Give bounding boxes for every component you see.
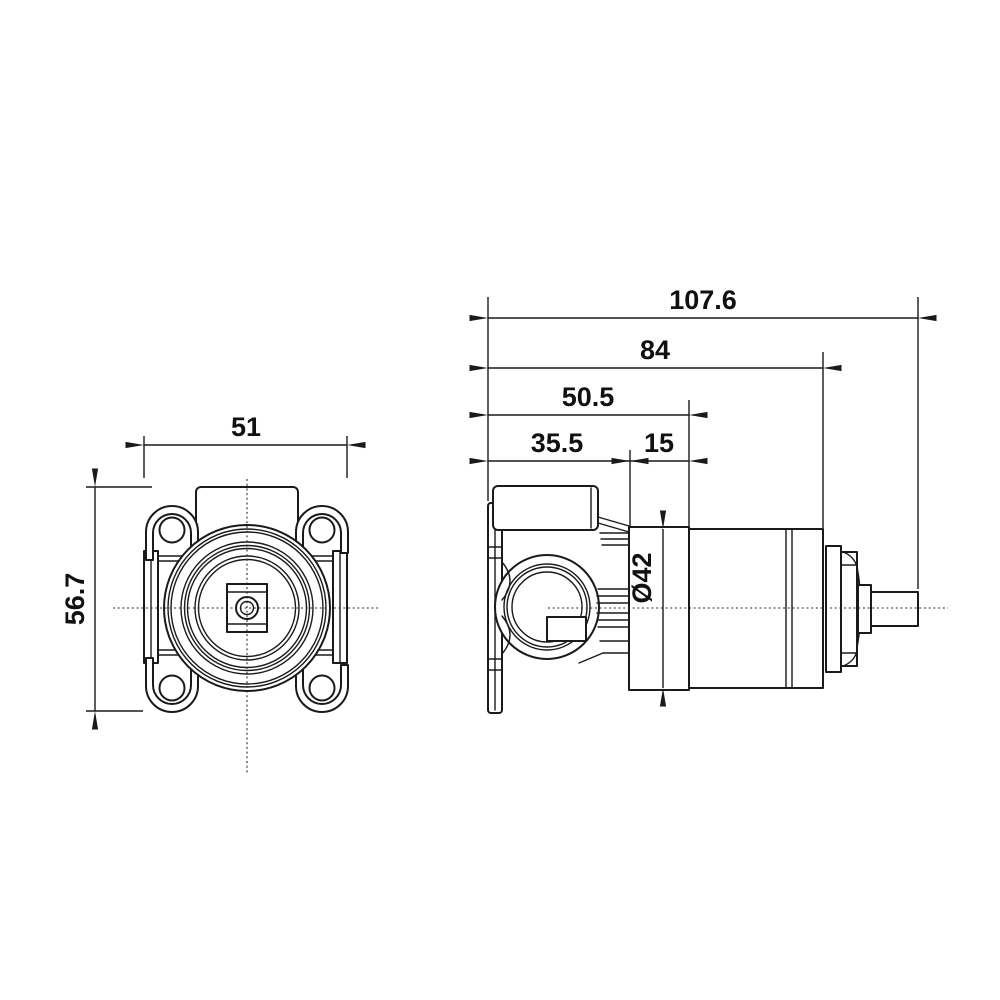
dim-cartridge-depth-label: 84 xyxy=(640,335,670,365)
dim-diameter-label: Ø42 xyxy=(627,552,657,603)
side-view: 107.6 84 50.5 35.5 15 Ø42 xyxy=(469,285,948,714)
side-view-dimensions: 107.6 84 50.5 35.5 15 Ø42 xyxy=(469,285,937,707)
side-plate-notches xyxy=(487,546,503,671)
side-cartridge xyxy=(825,545,919,673)
dim-height-label: 56.7 xyxy=(60,573,90,626)
spindle-stem xyxy=(870,591,919,627)
cartridge-flange xyxy=(825,545,842,673)
cartridge-nut xyxy=(840,551,858,667)
dim-overall-depth-label: 107.6 xyxy=(669,285,737,315)
mounting-hole-bottom-right xyxy=(308,674,336,702)
front-view-dimensions: 51 56.7 xyxy=(60,412,366,730)
front-view: 51 56.7 xyxy=(60,412,378,775)
spindle-collar xyxy=(857,584,872,634)
mounting-hole-top-right xyxy=(308,516,336,544)
dim-width-label: 51 xyxy=(231,412,261,442)
side-top-port-block xyxy=(492,485,599,531)
side-ear-top xyxy=(501,561,511,601)
dim-plate-to-body-label: 35.5 xyxy=(531,428,584,458)
mounting-hole-top-left xyxy=(158,516,186,544)
side-ear-bottom xyxy=(501,615,511,655)
mounting-hole-bottom-left xyxy=(158,674,186,702)
dim-body-section-label: 15 xyxy=(644,428,674,458)
side-inlet-port xyxy=(494,554,600,660)
dim-body-front-label: 50.5 xyxy=(562,382,615,412)
side-transition-fins xyxy=(578,532,630,664)
